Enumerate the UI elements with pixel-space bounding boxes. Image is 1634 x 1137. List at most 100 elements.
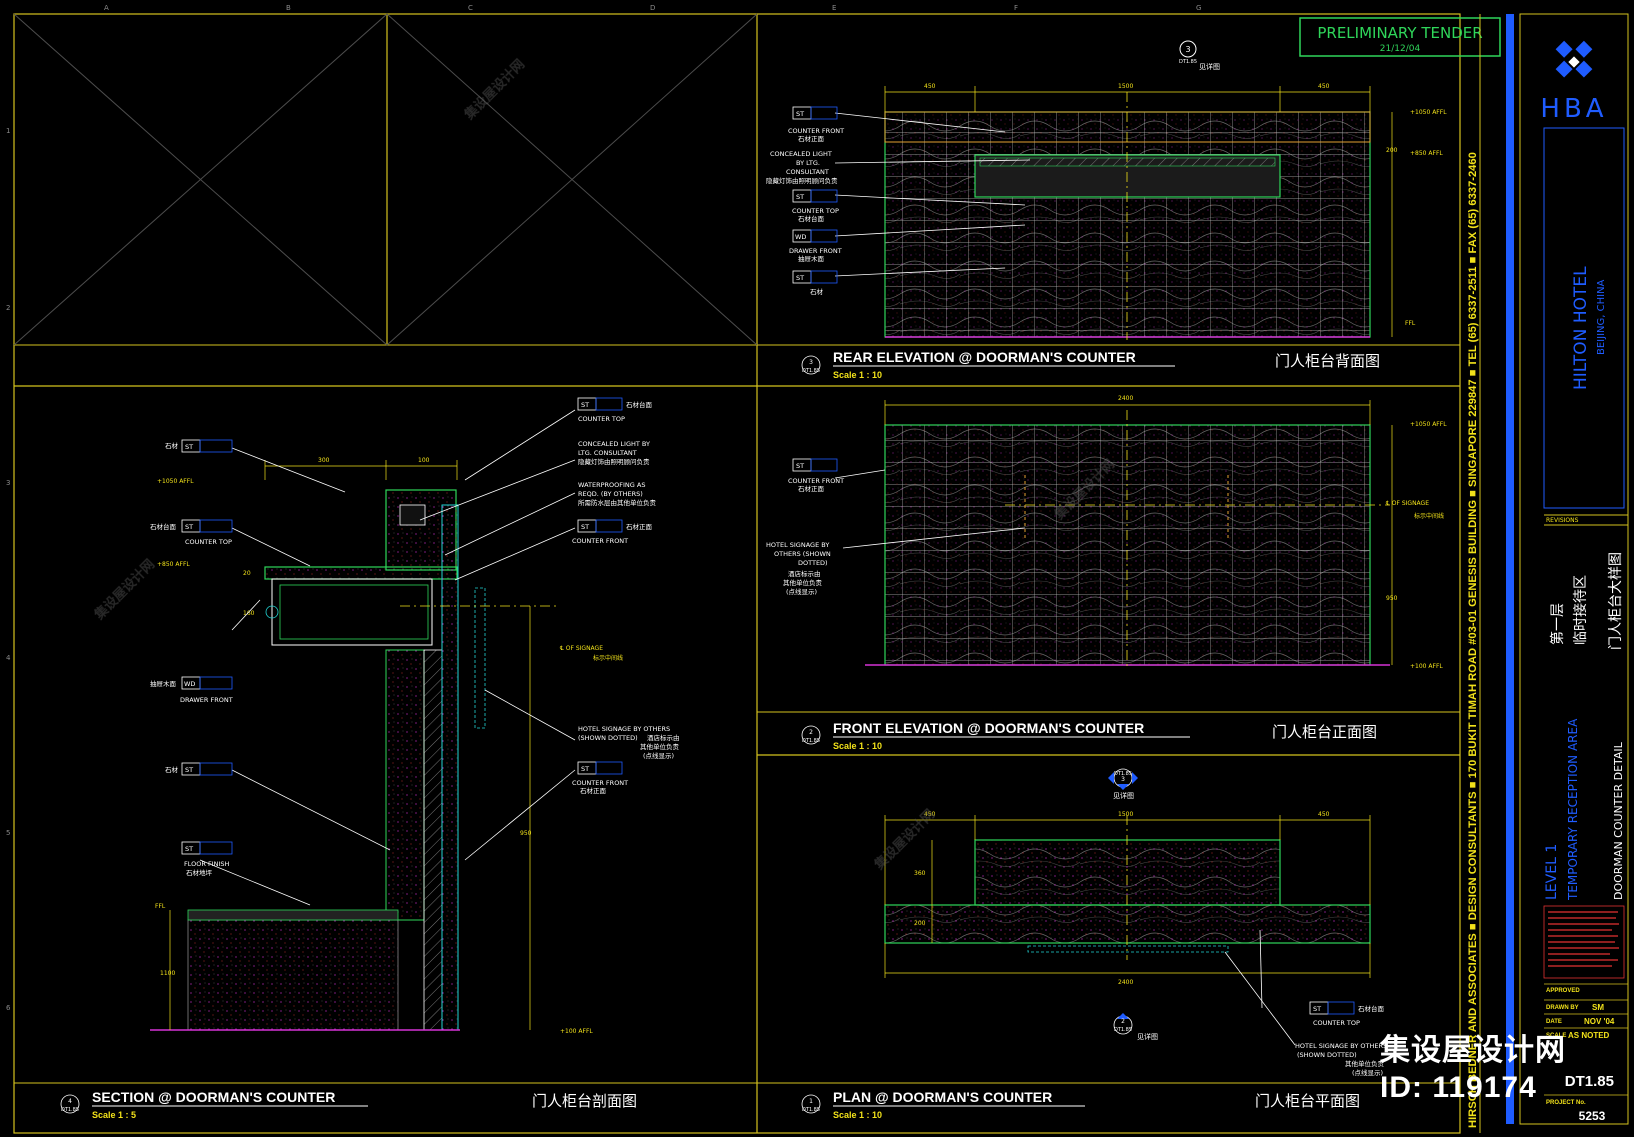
- rear-elevation-view: 450 1500 450 200 +1050 AFFL +850 AFFL FF…: [766, 40, 1447, 380]
- plan-shown-dotted: (SHOWN DOTTED): [1297, 1051, 1357, 1059]
- project-no-value: 5253: [1579, 1109, 1606, 1123]
- rear-ref-num: 3: [1185, 45, 1190, 54]
- rear-counter-front-cn: 石材正面: [798, 134, 825, 143]
- watermark-id-badge: 集设屋设计网 ID: 119174: [1380, 1025, 1630, 1105]
- section-title-num: 4: [68, 1098, 72, 1105]
- section-counter-top-cn-r: 石材台面: [626, 400, 653, 409]
- plan-see-detail-2: 见详图: [1137, 1032, 1158, 1041]
- section-affl1050: +1050 AFFL: [157, 478, 194, 485]
- grid-col-f: F: [1014, 4, 1018, 12]
- scale-value: AS NOTED: [1568, 1031, 1610, 1040]
- plan-dim-450a: 450: [924, 811, 936, 818]
- plan-title-ref: DT1.85: [802, 1107, 820, 1113]
- section-affl850: +850 AFFL: [157, 561, 190, 568]
- section-st-2: ST: [185, 523, 193, 531]
- section-title: SECTION @ DOORMAN'S COUNTER: [92, 1089, 335, 1105]
- front-title-ref: DT1.85: [802, 738, 820, 744]
- section-st-3: ST: [185, 766, 193, 774]
- grid-col-d: D: [650, 4, 655, 12]
- hba-logo-icon: [1555, 40, 1593, 78]
- section-signage-cn3: (点线显示): [643, 751, 674, 760]
- grid-col-g: G: [1196, 4, 1201, 12]
- section-ltg-consultant: LTG. CONSULTANT: [578, 449, 637, 457]
- rear-title-ref: DT1.85: [802, 368, 820, 374]
- plan-dim-2400: 2400: [1118, 979, 1133, 986]
- rear-drawer-front-cn: 抽屉木面: [798, 254, 825, 263]
- plan-counter-top: COUNTER TOP: [1313, 1019, 1360, 1027]
- section-title-ref: DT1.85: [61, 1107, 79, 1113]
- grid-row-4: 4: [6, 654, 11, 662]
- project-no-label: PROJECT No.: [1546, 1100, 1586, 1106]
- front-title: FRONT ELEVATION @ DOORMAN'S COUNTER: [833, 720, 1144, 736]
- rear-by-ltg: BY LTG.: [796, 159, 820, 167]
- rear-affl850: +850 AFFL: [1410, 150, 1443, 157]
- rear-ref-sheet: DT1.85: [1179, 59, 1197, 65]
- rear-dim-200: 200: [1386, 147, 1398, 154]
- front-counter-front: COUNTER FRONT: [788, 477, 844, 485]
- section-scale: Scale 1 : 5: [92, 1110, 136, 1120]
- sheet-number: DT1.85: [1565, 1073, 1614, 1090]
- front-hotel-signage-cn2: 其他单位负责: [783, 578, 823, 587]
- front-affl100: +100 AFFL: [1410, 663, 1443, 670]
- firm-address-strip: HIRSCH BEDNER AND ASSOCIATES ■ DESIGN CO…: [1467, 14, 1514, 1133]
- section-dim-20: 20: [243, 570, 251, 577]
- firm-address: HIRSCH BEDNER AND ASSOCIATES ■ DESIGN CO…: [1467, 152, 1479, 1128]
- plan-title-bubble: [801, 1094, 821, 1114]
- rear-callout-tags: [792, 106, 838, 284]
- section-stone-cn-1: 石材: [165, 441, 179, 450]
- section-st-1: ST: [185, 443, 193, 451]
- plan-dim-450b: 450: [1318, 811, 1330, 818]
- section-view: 300 100 160 20 950 1100 +1050 AFFL +850 …: [60, 397, 680, 1120]
- front-hotel-signage-c: DOTTED): [798, 559, 828, 567]
- plan-ref-2-sheet: DT1.85: [1114, 1027, 1132, 1033]
- watermark-brand-2: 集设屋设计网: [91, 556, 157, 622]
- project-name: HILTON HOTEL: [1571, 266, 1591, 390]
- section-waterproofing: WATERPROOFING AS: [578, 481, 645, 489]
- plan-title: PLAN @ DOORMAN'S COUNTER: [833, 1089, 1052, 1105]
- section-st-7: ST: [581, 765, 589, 773]
- front-title-bubble: [801, 725, 821, 745]
- drawn-by-label: DRAWN BY: [1546, 1005, 1579, 1011]
- tender-label: PRELIMINARY TENDER: [1317, 24, 1482, 42]
- watermark-id-label: ID:: [1380, 1071, 1423, 1104]
- section-title-cn: 门人柜台剖面图: [532, 1092, 637, 1110]
- rear-st-2: ST: [796, 193, 804, 201]
- section-st-4: ST: [185, 845, 193, 853]
- section-affl100: +100 AFFL: [560, 1028, 593, 1035]
- plan-title-num: 1: [809, 1098, 813, 1105]
- grid-col-e: E: [832, 4, 836, 12]
- rear-see-detail: 见详图: [1199, 62, 1220, 71]
- rear-counter-front: COUNTER FRONT: [788, 127, 844, 135]
- rear-concealed-cn: 隐藏灯饰由照明顾问负责: [766, 176, 838, 185]
- rear-scale: Scale 1 : 10: [833, 370, 882, 380]
- section-counter-top-cn: 石材台面: [150, 522, 177, 531]
- drawing-en: DOORMAN COUNTER DETAIL: [1612, 741, 1625, 900]
- hba-logo-text: HBA: [1540, 94, 1607, 124]
- grid-col-a: A: [104, 4, 109, 12]
- section-st-6: ST: [581, 523, 589, 531]
- watermark-id-value: 119174: [1432, 1071, 1537, 1104]
- drawn-by-value: SM: [1592, 1003, 1604, 1012]
- plan-ref-2-num: 2: [1121, 1018, 1125, 1025]
- section-drawer-front: DRAWER FRONT: [180, 696, 233, 704]
- date-value: NOV '04: [1584, 1017, 1615, 1026]
- rear-title: REAR ELEVATION @ DOORMAN'S COUNTER: [833, 349, 1136, 365]
- plan-dim-1500: 1500: [1118, 811, 1133, 818]
- rear-dim-450a: 450: [924, 83, 936, 90]
- rear-affl1050: +1050 AFFL: [1410, 109, 1447, 116]
- rear-stone-cn: 石材: [810, 287, 824, 296]
- section-dim-950: 950: [520, 830, 532, 837]
- title-block: HBA HILTON HOTEL BEIJING, CHINA REVISION…: [1519, 13, 1629, 1125]
- section-title-bubble: [60, 1094, 80, 1114]
- section-dim-100: 100: [418, 457, 430, 464]
- plan-hotel-signage: HOTEL SIGNAGE BY OTHERS: [1295, 1042, 1387, 1050]
- section-counter-front-r2: COUNTER FRONT: [572, 779, 628, 787]
- front-dim-2400: 2400: [1118, 395, 1133, 402]
- plan-dim-360: 360: [914, 870, 926, 877]
- section-counter-front-r: COUNTER FRONT: [572, 537, 628, 545]
- section-counter-top-r: COUNTER TOP: [578, 415, 625, 423]
- front-hotel-signage-a: HOTEL SIGNAGE BY: [766, 541, 829, 549]
- rear-title-bubble: [801, 355, 821, 375]
- section-signage-cn1: 酒店标示由: [647, 733, 680, 742]
